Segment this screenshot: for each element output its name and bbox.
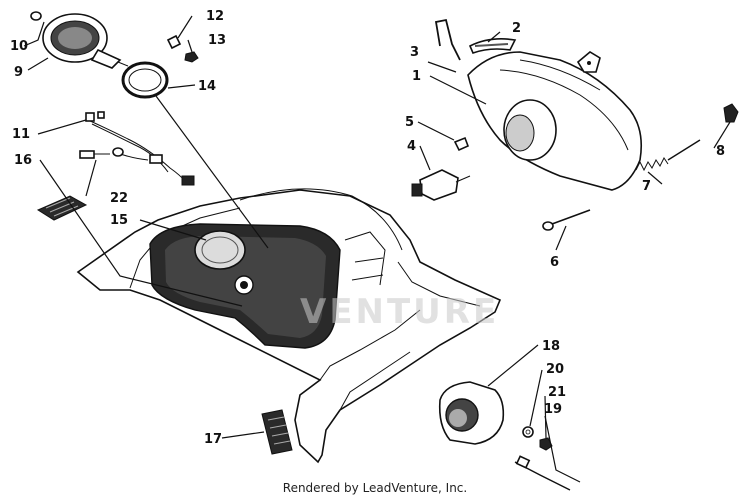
- nut-13: [184, 51, 199, 63]
- watermark: VENTURE: [300, 292, 500, 332]
- decal-16: [36, 195, 88, 221]
- bracket-2: [468, 38, 517, 55]
- adjuster-screw-6: [542, 209, 591, 231]
- bulb-5: [453, 136, 470, 152]
- callout-2: 2: [512, 21, 521, 36]
- cable-19: [514, 455, 571, 491]
- callout-21: 21: [548, 385, 566, 400]
- callout-22: 22: [110, 191, 128, 206]
- callout-14: 14: [198, 79, 216, 94]
- leader-lines: [23, 15, 731, 483]
- wiring-harness: [85, 111, 195, 186]
- callout-19: 19: [544, 402, 562, 417]
- speedometer: [42, 13, 129, 69]
- callout-16: 16: [14, 153, 32, 168]
- nut-21: [539, 437, 553, 451]
- hood-emblem-icon: [234, 275, 254, 295]
- callout-10: 10: [10, 39, 28, 54]
- washer-20: [522, 426, 534, 438]
- callout-9: 9: [14, 65, 23, 80]
- callout-labels: 1 2 3 4 5 6 7 8 9 10 11 12 13 14 15 16 1…: [10, 9, 725, 447]
- speedometer-hole: [194, 230, 246, 270]
- callout-15: 15: [110, 213, 128, 228]
- callout-4: 4: [407, 139, 416, 154]
- nut-8: [723, 103, 739, 123]
- callout-13: 13: [208, 33, 226, 48]
- connector-22: [79, 150, 110, 159]
- callout-12: 12: [206, 9, 224, 24]
- callout-18: 18: [542, 339, 560, 354]
- callout-20: 20: [546, 362, 564, 377]
- callout-6: 6: [550, 255, 559, 270]
- bulb-socket-4: [411, 169, 471, 201]
- callout-1: 1: [412, 69, 421, 84]
- taillight-housing-18: [438, 381, 505, 445]
- callout-11: 11: [12, 127, 30, 142]
- hood-cowl: [239, 188, 403, 251]
- footer-credit: Rendered by LeadVenture, Inc.: [282, 481, 468, 495]
- spring-clip-3: [434, 18, 461, 61]
- callout-3: 3: [410, 45, 419, 60]
- hood-grille: [344, 231, 386, 286]
- clip-12: [166, 34, 182, 50]
- decal-17: [261, 409, 293, 455]
- spring-7: [635, 139, 701, 172]
- mount-tab: [576, 51, 601, 73]
- callout-7: 7: [642, 179, 651, 194]
- speedometer-bulb: [30, 11, 42, 21]
- mounting-ring: [121, 61, 169, 99]
- callout-17: 17: [204, 432, 222, 447]
- callout-8: 8: [716, 144, 725, 159]
- callout-5: 5: [405, 115, 414, 130]
- headlight-lens: [503, 99, 557, 161]
